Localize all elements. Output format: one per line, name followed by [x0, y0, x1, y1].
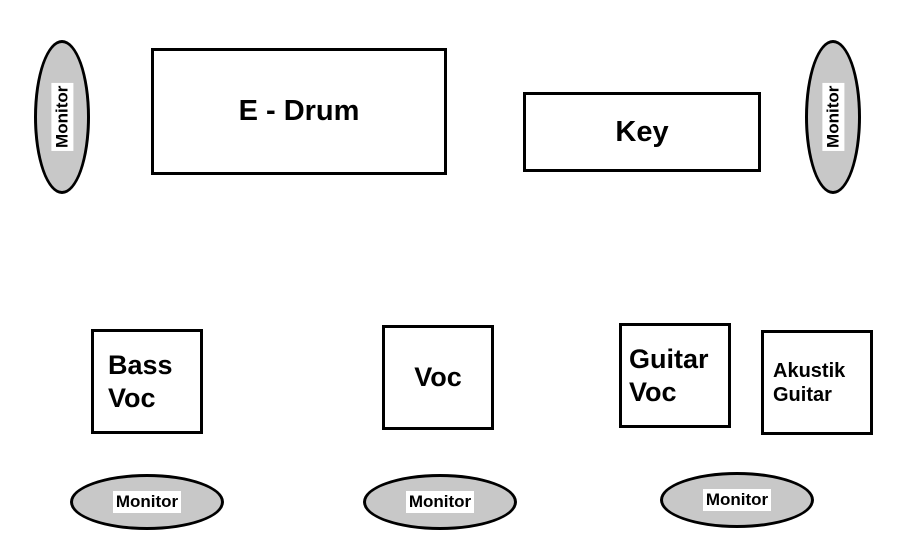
bass-voc-label-line-1: Bass: [108, 350, 173, 381]
guitar-voc-box: Guitar Voc: [619, 323, 731, 428]
monitor-right-label: Monitor: [822, 82, 844, 152]
akustik-guitar-label-line-2: Guitar: [773, 383, 832, 406]
bass-voc-label-line-2: Voc: [108, 382, 156, 413]
monitor-left-label: Monitor: [51, 82, 73, 152]
edrum-label: E - Drum: [238, 95, 360, 127]
guitar-voc-label-line-1: Guitar: [629, 344, 709, 375]
key-label: Key: [615, 115, 669, 148]
monitor-bottom-center: Monitor: [363, 474, 517, 530]
key-box: Key: [523, 92, 761, 172]
monitor-left: Monitor: [34, 40, 90, 194]
monitor-bottom-left-label: Monitor: [112, 491, 182, 513]
voc-box: Voc: [382, 325, 494, 430]
monitor-bottom-center-label: Monitor: [405, 491, 475, 513]
edrum-box: E - Drum: [151, 48, 447, 175]
akustik-guitar-box: Akustik Guitar: [761, 330, 873, 435]
monitor-bottom-right-label: Monitor: [702, 489, 772, 511]
akustik-guitar-label-line-1: Akustik: [773, 359, 846, 382]
guitar-voc-label-line-2: Voc: [629, 376, 677, 407]
monitor-right: Monitor: [805, 40, 861, 194]
monitor-bottom-left: Monitor: [70, 474, 224, 530]
bass-voc-box: Bass Voc: [91, 329, 203, 434]
monitor-bottom-right: Monitor: [660, 472, 814, 528]
voc-label: Voc: [414, 362, 462, 392]
